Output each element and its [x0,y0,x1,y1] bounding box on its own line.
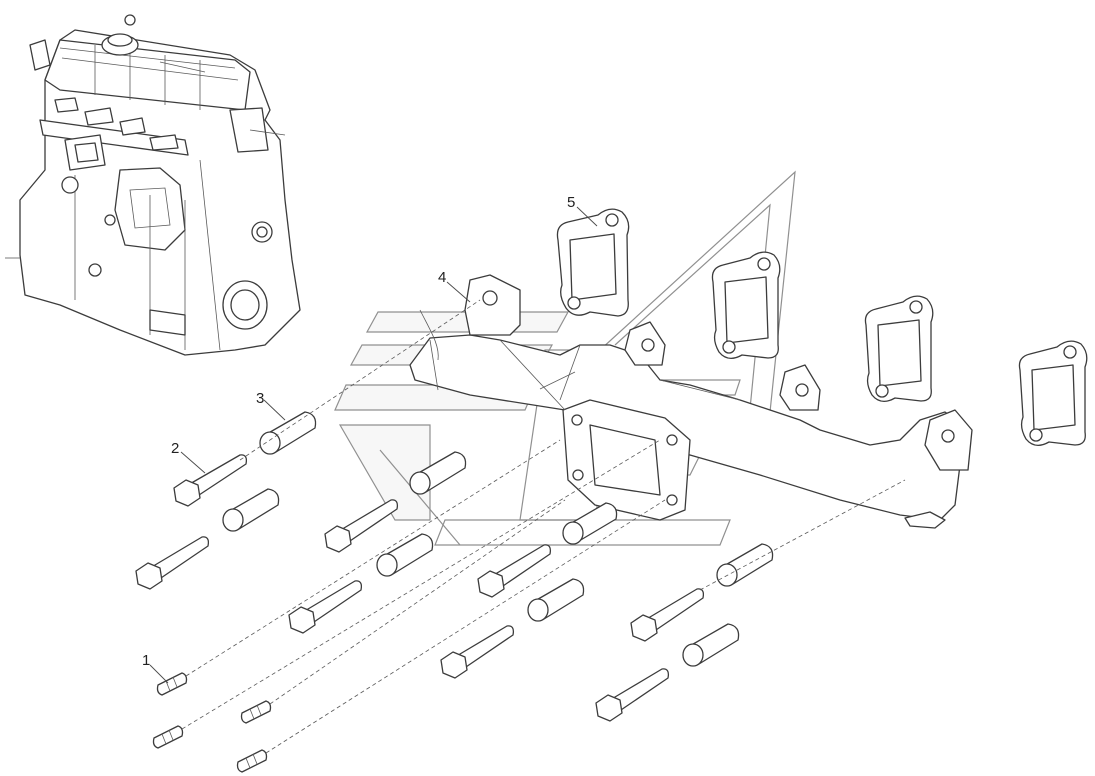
bolt [135,536,210,590]
spacer-sleeves [222,411,774,667]
callout-leaders [149,206,598,684]
alignment-lines [181,299,906,754]
bolt [595,668,670,722]
callout-2-label: 2 [171,440,179,457]
sleeve [259,411,317,455]
stud [236,749,268,773]
gasket-2 [711,251,781,359]
flange-bolts [135,454,705,722]
gasket-1 [556,208,630,317]
callout-4-label: 4 [438,269,446,286]
stud [240,700,272,724]
bolt [630,588,705,642]
gasket-4 [1018,340,1088,446]
sleeve [222,488,280,532]
callout-1-label: 1 [142,652,150,669]
sleeve [409,451,467,495]
callout-3-label: 3 [256,390,264,407]
bolt [477,544,552,598]
engine-overview [5,14,301,356]
bolt [324,499,399,553]
sleeve [682,623,740,667]
gasket-set [556,208,1088,446]
exhaust-manifold [409,274,973,529]
sleeve [376,533,434,577]
gasket-3 [864,295,934,402]
studs [152,672,272,773]
sleeve [562,502,618,545]
callout-5-label: 5 [567,194,575,211]
bolt [173,454,248,507]
stud [156,672,188,696]
bolt [440,625,515,679]
sleeve [527,578,585,622]
sleeve [716,543,774,587]
stud [152,725,184,749]
bolt [288,580,363,634]
